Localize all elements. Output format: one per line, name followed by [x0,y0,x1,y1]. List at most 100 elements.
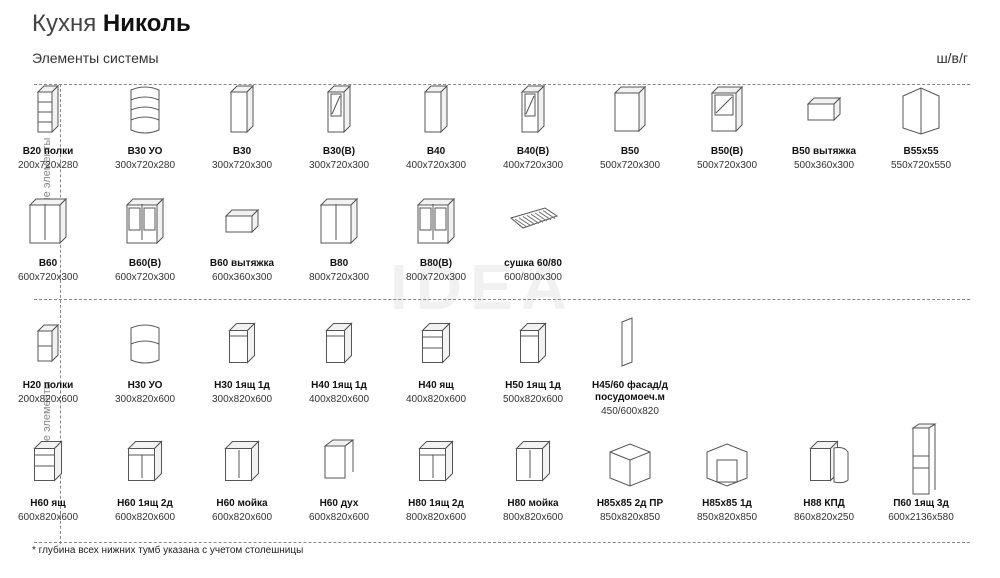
item-name: H30 1ящ 1д [214,380,270,391]
item-name: H45/60 фасад/д посудомоеч.м [591,380,669,403]
catalog-item: H50 1ящ 1д 500x820x600 [485,310,581,406]
item-name: H88 КПД [803,498,845,509]
double-glass-door-icon [388,188,484,254]
title-name: Николь [102,10,191,37]
item-size: 200x820x600 [17,394,79,405]
glass-door-tall-icon [291,76,387,142]
item-name: H80 1ящ 2д [408,498,464,509]
catalog-item: B55x55 550x720x550 [873,76,969,172]
base-corner-one-icon [679,428,775,494]
catalog-item: B80 800x720x300 [291,188,387,284]
footnote: * глубина всех нижних тумб указана с уче… [32,545,304,556]
item-size: 400x820x600 [405,394,467,405]
item-size: 400x720x300 [405,160,467,171]
item-size: 600x820x600 [211,512,273,523]
base-drawer-double-icon [388,428,484,494]
section-vertical-divider [60,84,61,544]
item-name: B60 вытяжка [209,258,275,269]
item-size: 600x2136x580 [888,512,954,523]
catalog-item: H40 ящ 400x820x600 [388,310,484,406]
catalog-item: B80(B) 800x720x300 [388,188,484,284]
item-name: H60 мойка [216,498,268,509]
item-size: 300x820x600 [211,394,273,405]
item-size: 550x720x550 [890,160,952,171]
item-size: 600x720x300 [114,272,176,283]
base-drawer-door-icon [291,310,387,376]
item-name: H40 ящ [418,380,454,391]
catalog-item: П60 1ящ 3д 600x2136x580 [873,423,969,524]
title-prefix: Кухня [32,10,97,37]
item-name: H60 дух [319,498,359,509]
catalog-item: сушка 60/80 600/800x300 [485,188,581,284]
item-name: B20 полки [22,146,74,157]
item-name: B80(B) [419,258,453,269]
item-name: B40(B) [516,146,550,157]
tall-pencil-icon [873,423,969,495]
catalog-item: H88 КПД 860x820x250 [776,428,872,524]
double-door-icon [291,188,387,254]
hood-box-icon [776,76,872,142]
item-size: 850x820x850 [696,512,758,523]
item-name: H80 мойка [507,498,559,509]
item-name: B80 [329,258,349,269]
item-size: 300x820x600 [114,394,176,405]
item-size: 500x360x300 [793,160,855,171]
base-open-shelf-icon [0,310,96,376]
catalog-item: H20 полки 200x820x600 [0,310,96,406]
item-name: B30 УО [127,146,163,157]
item-name: H20 полки [22,380,74,391]
glass-door-wide-icon [679,76,775,142]
item-size: 200x720x280 [17,160,79,171]
item-size: 300x720x300 [211,160,273,171]
item-size: 800x720x300 [308,272,370,283]
item-name: B60(B) [128,258,162,269]
door-tall-icon [388,76,484,142]
item-size: 300x720x280 [114,160,176,171]
base-corner-icon [582,428,678,494]
catalog-item: B50 вытяжка 500x360x300 [776,76,872,172]
section-divider [34,299,970,300]
catalog-item: H80 мойка 800x820x600 [485,428,581,524]
item-name: H40 1ящ 1д [311,380,367,391]
item-size: 300x720x300 [308,160,370,171]
item-size: 800x720x300 [405,272,467,283]
hood-box-icon [194,188,290,254]
catalog-item: H40 1ящ 1д 400x820x600 [291,310,387,406]
item-name: H60 1ящ 2д [117,498,173,509]
item-size: 500x720x300 [599,160,661,171]
item-name: H85x85 1д [702,498,752,509]
catalog-item: H30 1ящ 1д 300x820x600 [194,310,290,406]
corner-wall-icon [873,76,969,142]
item-name: П60 1ящ 3д [893,498,949,509]
catalog-item: H60 дух 600x820x600 [291,428,387,524]
item-name: B55x55 [903,146,939,157]
facade-panel-icon [582,310,678,376]
item-name: B40 [426,146,446,157]
base-sink-icon [194,428,290,494]
item-size: 860x820x250 [793,512,855,523]
item-size: 600/800x300 [504,272,562,283]
item-size: 800x820x600 [502,512,564,523]
item-name: H60 ящ [30,498,66,509]
catalog-item: B20 полки 200x720x280 [0,76,96,172]
item-name: H50 1ящ 1д [505,380,561,391]
open-shelf-tall-icon [0,76,96,142]
catalog-item: H60 1ящ 2д 600x820x600 [97,428,193,524]
base-drawers-icon [0,428,96,494]
top-divider [34,84,970,85]
item-name: B50 вытяжка [791,146,857,157]
watermark: IDEA [390,251,575,323]
item-size: 600x820x600 [308,512,370,523]
item-size: 500x820x600 [502,394,564,405]
item-name: сушка 60/80 [504,258,562,269]
item-size: 400x720x300 [502,160,564,171]
item-size: 400x820x600 [308,394,370,405]
item-name: B30(B) [322,146,356,157]
item-size: 500x720x300 [696,160,758,171]
glass-door-tall-icon [485,76,581,142]
item-size: 600x820x600 [114,512,176,523]
